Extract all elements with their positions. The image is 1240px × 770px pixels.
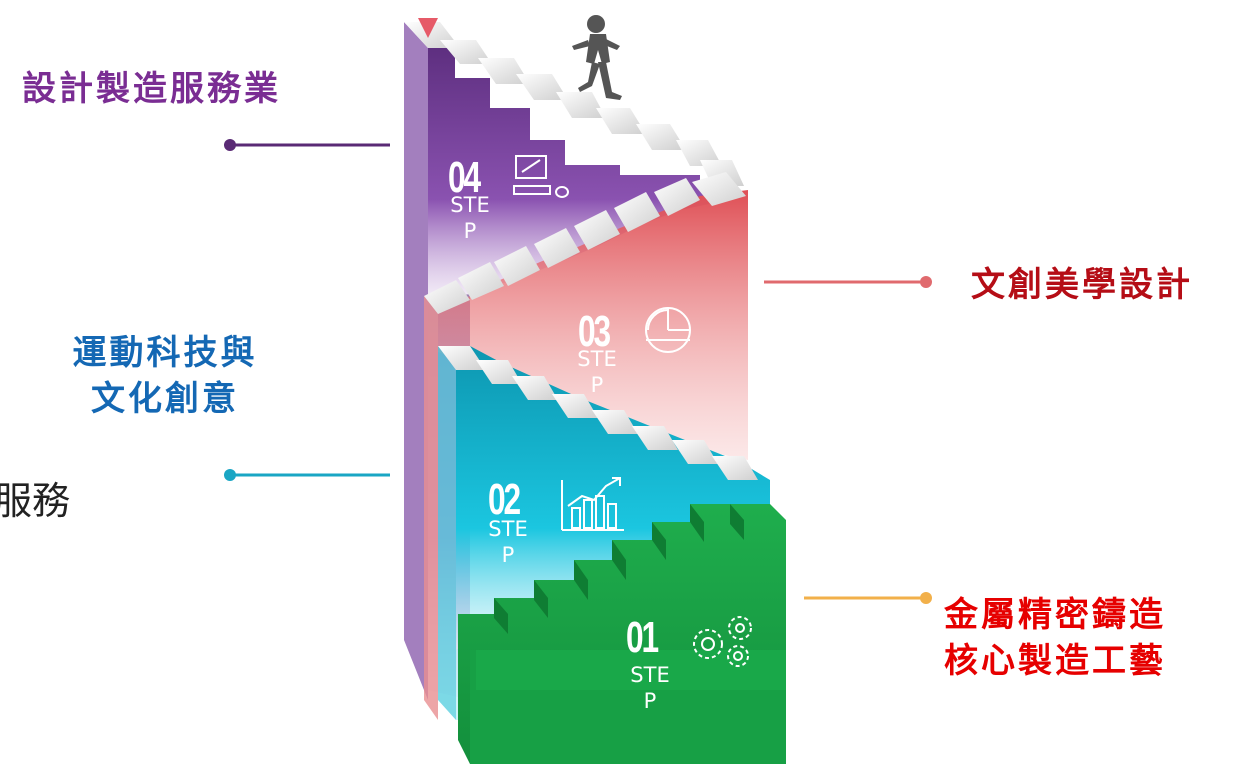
step1-label: 金屬精密鑄造 核心製造工藝 [944, 592, 1166, 684]
growth-chart-icon [561, 477, 624, 531]
gears-icon [693, 616, 752, 667]
computer-icon [513, 155, 569, 198]
step-number-02: 02 [488, 475, 521, 524]
step-number-03: 03 [578, 307, 611, 356]
step2-label-line2: 文化創意 [91, 379, 239, 419]
pie-chart-icon [645, 307, 691, 353]
step-word-02: STEP [488, 517, 528, 567]
step2-label: 運動科技與 文化創意 [40, 330, 290, 422]
step4-label: 設計製造服務業 [22, 69, 281, 109]
connector-lines [224, 139, 932, 604]
step-word-04: STEP [450, 193, 490, 243]
running-man-icon [572, 15, 622, 100]
step1-label-line1: 金屬精密鑄造 [944, 595, 1166, 635]
step3-label: 文創美學設計 [971, 265, 1193, 305]
step2-label-line1: 運動科技與 [72, 333, 258, 373]
step-number-01: 01 [626, 613, 659, 662]
cutoff-text: 服務 [0, 479, 71, 523]
step-number-04: 04 [448, 153, 481, 202]
step3-label-line1: 文創美學設計 [962, 262, 1202, 308]
step-word-01: STEP [630, 663, 670, 713]
step-word-03: STEP [577, 347, 617, 397]
step1-label-line2: 核心製造工藝 [944, 641, 1166, 681]
